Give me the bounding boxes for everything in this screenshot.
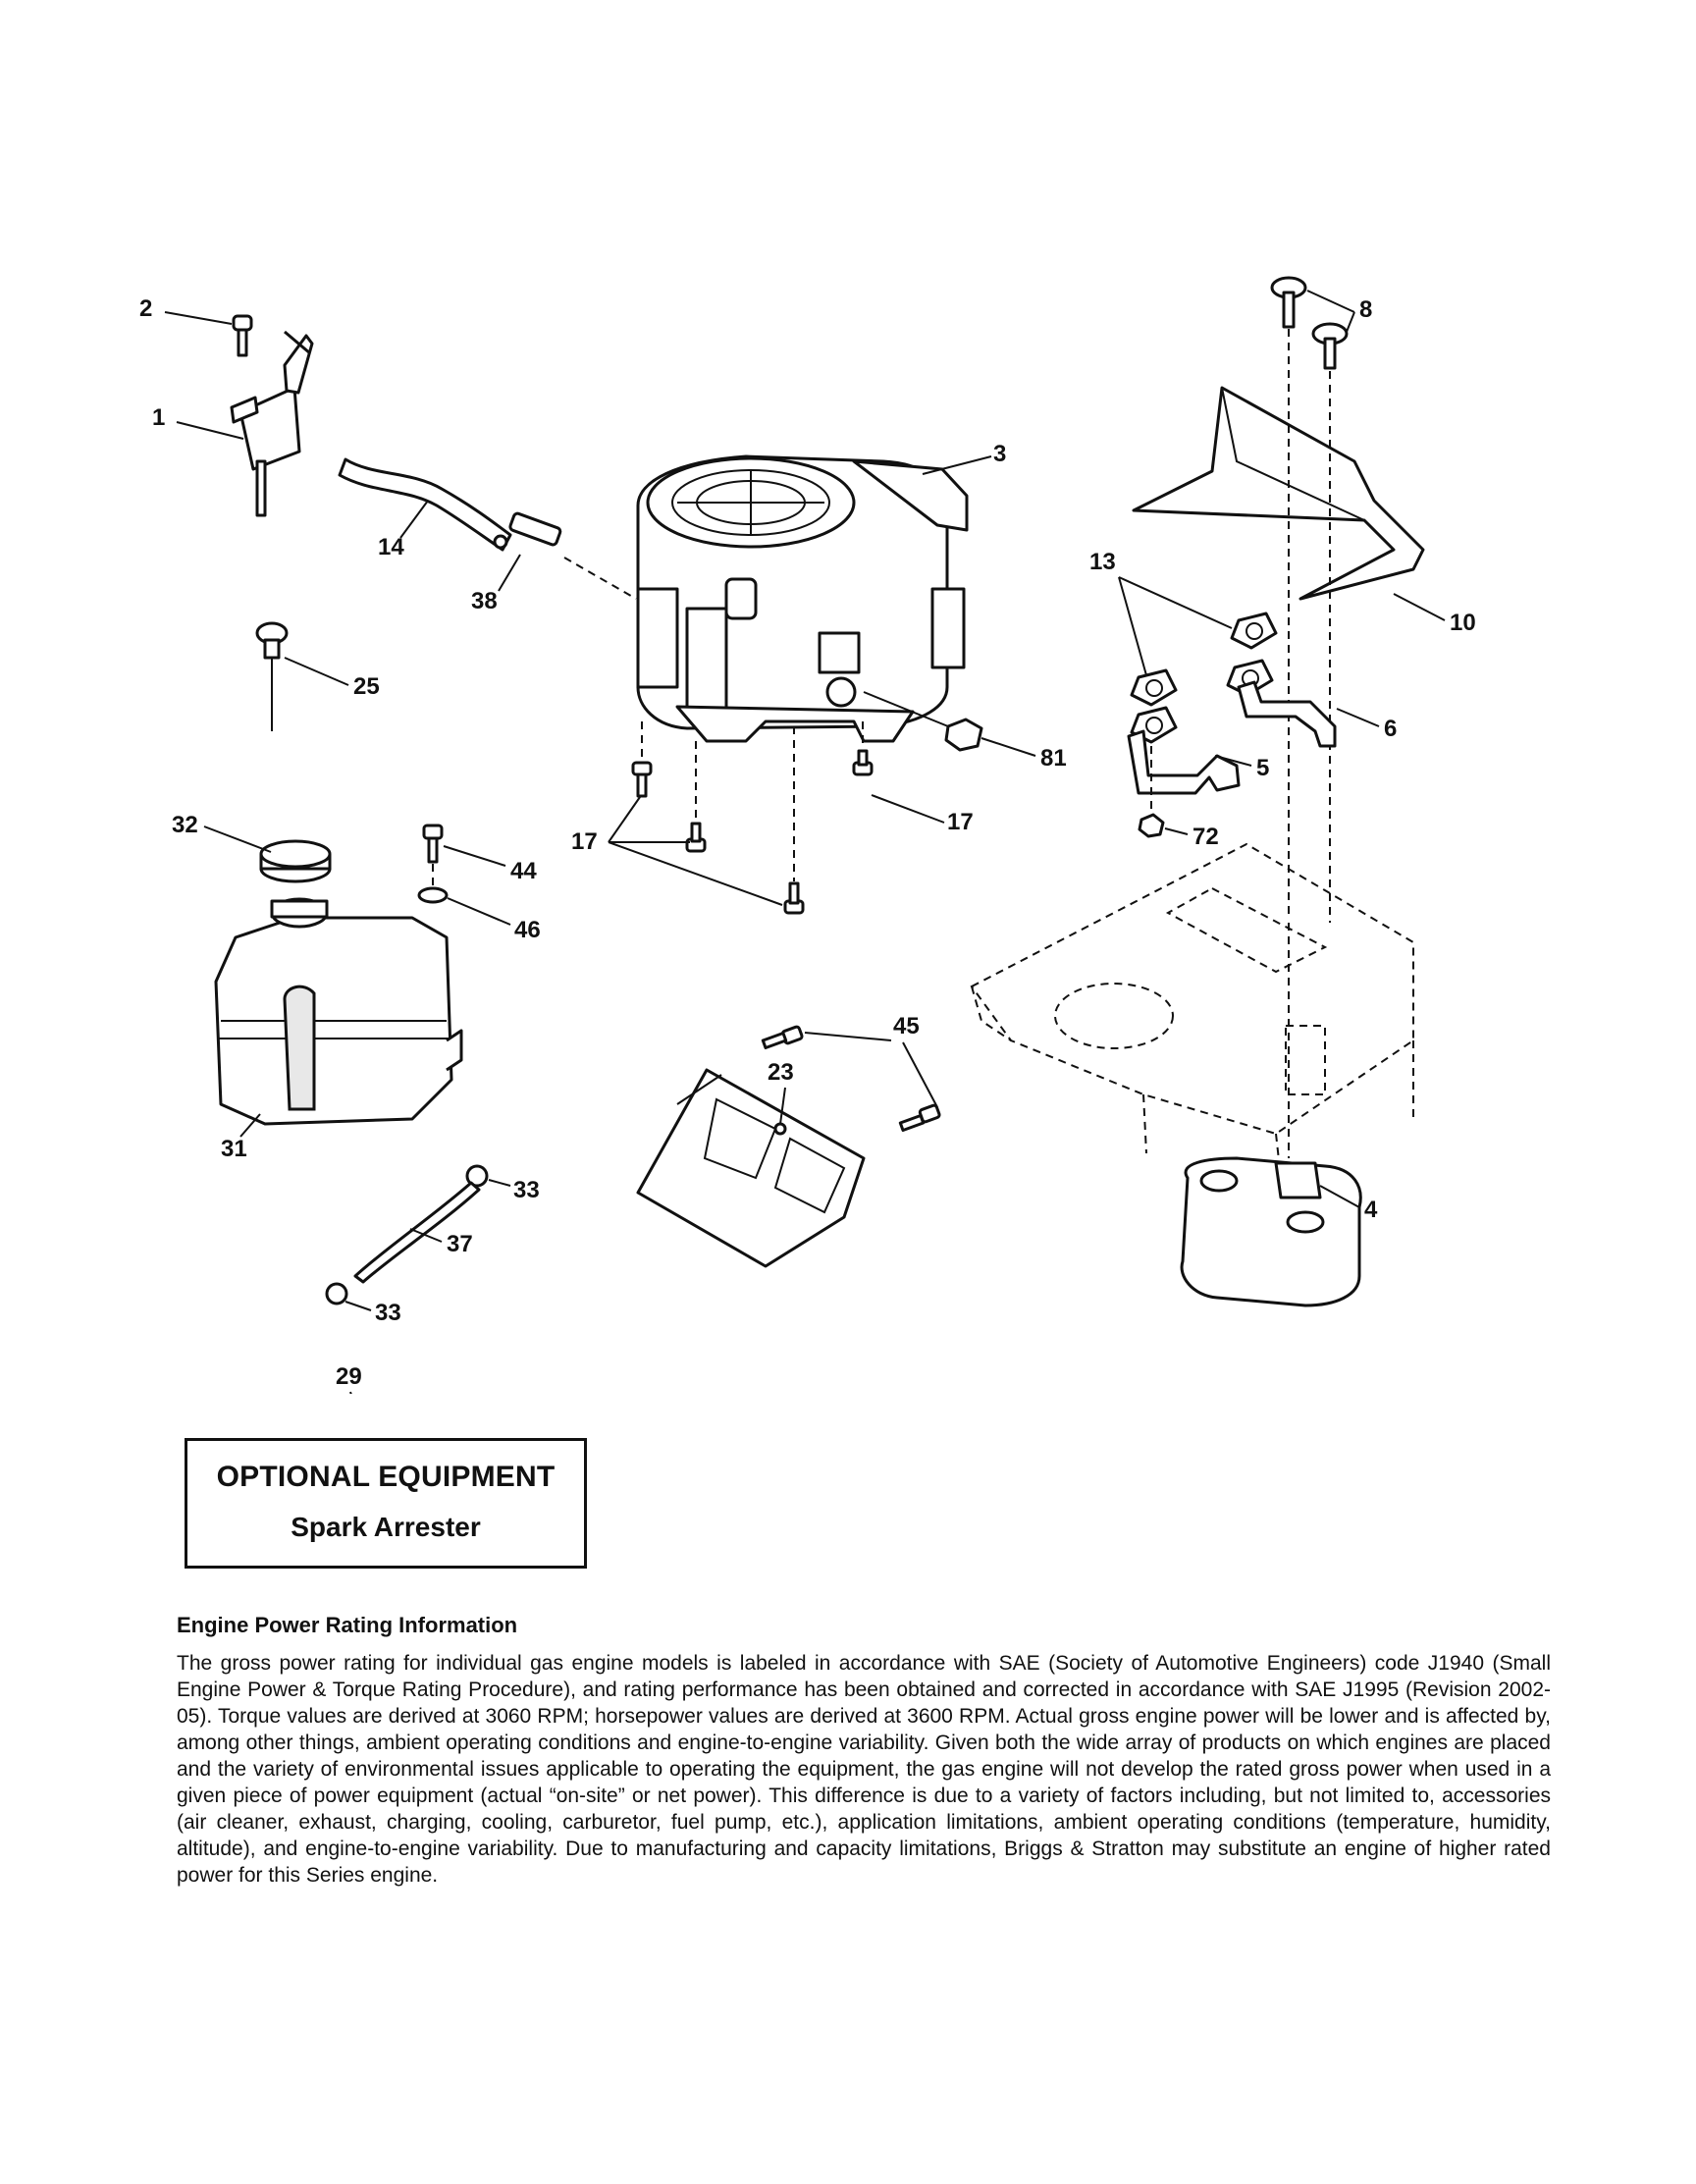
callout-8: 8 bbox=[1359, 296, 1372, 323]
exhaust-pipe-part-6 bbox=[1237, 680, 1337, 748]
exhaust-pipe-part-5 bbox=[1127, 729, 1241, 795]
callout-37: 37 bbox=[447, 1231, 473, 1257]
dash-38-engine bbox=[563, 557, 637, 600]
bolt-part-72 bbox=[1138, 813, 1165, 838]
leader-45b bbox=[902, 1041, 938, 1108]
leader-8b bbox=[1346, 311, 1355, 333]
info-heading: Engine Power Rating Information bbox=[177, 1613, 518, 1637]
callout-10: 10 bbox=[1450, 610, 1476, 636]
callout-23: 23 bbox=[768, 1059, 794, 1086]
leader-33b bbox=[344, 1301, 372, 1311]
fuel-tank-part bbox=[214, 897, 463, 1126]
leader-1 bbox=[176, 421, 244, 440]
screw-part-2 bbox=[232, 314, 253, 357]
engine-power-info: Engine Power Rating Information The gros… bbox=[177, 1613, 1551, 1889]
leader-10 bbox=[1393, 593, 1446, 621]
engine-part bbox=[636, 454, 969, 743]
leader-32 bbox=[203, 826, 272, 853]
leader-3 bbox=[922, 455, 992, 475]
callout-2: 2 bbox=[139, 295, 152, 322]
throttle-control-part bbox=[230, 330, 314, 517]
clamp-part-33a bbox=[465, 1164, 489, 1188]
dipstick-part bbox=[255, 621, 289, 731]
leader-6 bbox=[1336, 708, 1380, 727]
leader-2 bbox=[164, 311, 233, 325]
gaskets-part-13 bbox=[1130, 612, 1278, 744]
muffler-part bbox=[1180, 1156, 1362, 1307]
leader-13a bbox=[1118, 576, 1233, 629]
clamp-part-33b bbox=[325, 1282, 348, 1305]
callout-32: 32 bbox=[172, 812, 198, 838]
callout-45: 45 bbox=[893, 1013, 920, 1039]
nut-part-81 bbox=[944, 718, 983, 752]
bolts-part-45 bbox=[761, 1025, 941, 1133]
optional-equipment-box: OPTIONAL EQUIPMENT Spark Arrester bbox=[185, 1438, 587, 1569]
bolt-part-44 bbox=[422, 824, 444, 864]
frame-outline bbox=[970, 842, 1414, 1179]
info-body: The gross power rating for individual ga… bbox=[177, 1652, 1551, 1887]
leader-44 bbox=[443, 845, 506, 867]
optional-equipment-subtitle: Spark Arrester bbox=[291, 1512, 481, 1542]
callout-4: 4 bbox=[1364, 1197, 1378, 1223]
leader-38 bbox=[498, 554, 521, 592]
exploded-parts-diagram: 1 2 3 4 5 6 8 10 13 14 17 17 23 25 29 31… bbox=[139, 276, 1476, 1394]
callout-81: 81 bbox=[1040, 745, 1067, 772]
callout-46: 46 bbox=[514, 917, 541, 943]
leader-17b bbox=[871, 794, 945, 824]
fuel-fitting-part bbox=[493, 511, 562, 550]
callout-17b: 17 bbox=[947, 809, 974, 835]
callout-33a: 33 bbox=[513, 1177, 540, 1203]
callout-6: 6 bbox=[1384, 716, 1397, 742]
washer-part-46 bbox=[417, 886, 449, 904]
leader-23 bbox=[779, 1087, 786, 1125]
leader-8a bbox=[1306, 290, 1355, 313]
leader-17a bbox=[608, 796, 641, 843]
callout-1: 1 bbox=[152, 404, 165, 431]
deflector-part-10 bbox=[1132, 386, 1425, 601]
leader-29 bbox=[349, 1391, 352, 1394]
bolts-part-17 bbox=[631, 749, 874, 915]
leader-46 bbox=[447, 897, 511, 926]
callout-33b: 33 bbox=[375, 1300, 401, 1326]
leader-13b bbox=[1118, 576, 1147, 676]
callout-5: 5 bbox=[1256, 755, 1269, 781]
bolts-part-8 bbox=[1270, 276, 1349, 370]
leader-31 bbox=[239, 1113, 261, 1138]
callout-17a: 17 bbox=[571, 828, 598, 855]
leader-81 bbox=[980, 737, 1036, 757]
leader-5 bbox=[1214, 755, 1252, 767]
callout-72: 72 bbox=[1192, 824, 1219, 850]
callout-25: 25 bbox=[353, 673, 380, 700]
callout-14: 14 bbox=[378, 534, 404, 560]
callout-29: 29 bbox=[336, 1363, 362, 1390]
callout-3: 3 bbox=[993, 441, 1006, 467]
optional-equipment-title: OPTIONAL EQUIPMENT bbox=[216, 1461, 556, 1493]
leader-37 bbox=[409, 1228, 443, 1243]
leader-25 bbox=[284, 657, 349, 686]
leader-81-engine bbox=[863, 691, 949, 727]
callout-13: 13 bbox=[1089, 549, 1116, 575]
heat-shield-part bbox=[636, 1068, 866, 1268]
leader-72 bbox=[1164, 827, 1189, 835]
callout-31: 31 bbox=[221, 1136, 247, 1162]
callout-44: 44 bbox=[510, 858, 537, 884]
fuel-cap-part bbox=[259, 839, 332, 883]
callout-38: 38 bbox=[471, 588, 498, 614]
leader-4 bbox=[1319, 1185, 1360, 1208]
leader-33a bbox=[488, 1179, 511, 1187]
leader-14 bbox=[399, 500, 429, 539]
leader-45a bbox=[804, 1032, 892, 1041]
leader-17a-3 bbox=[608, 841, 783, 906]
